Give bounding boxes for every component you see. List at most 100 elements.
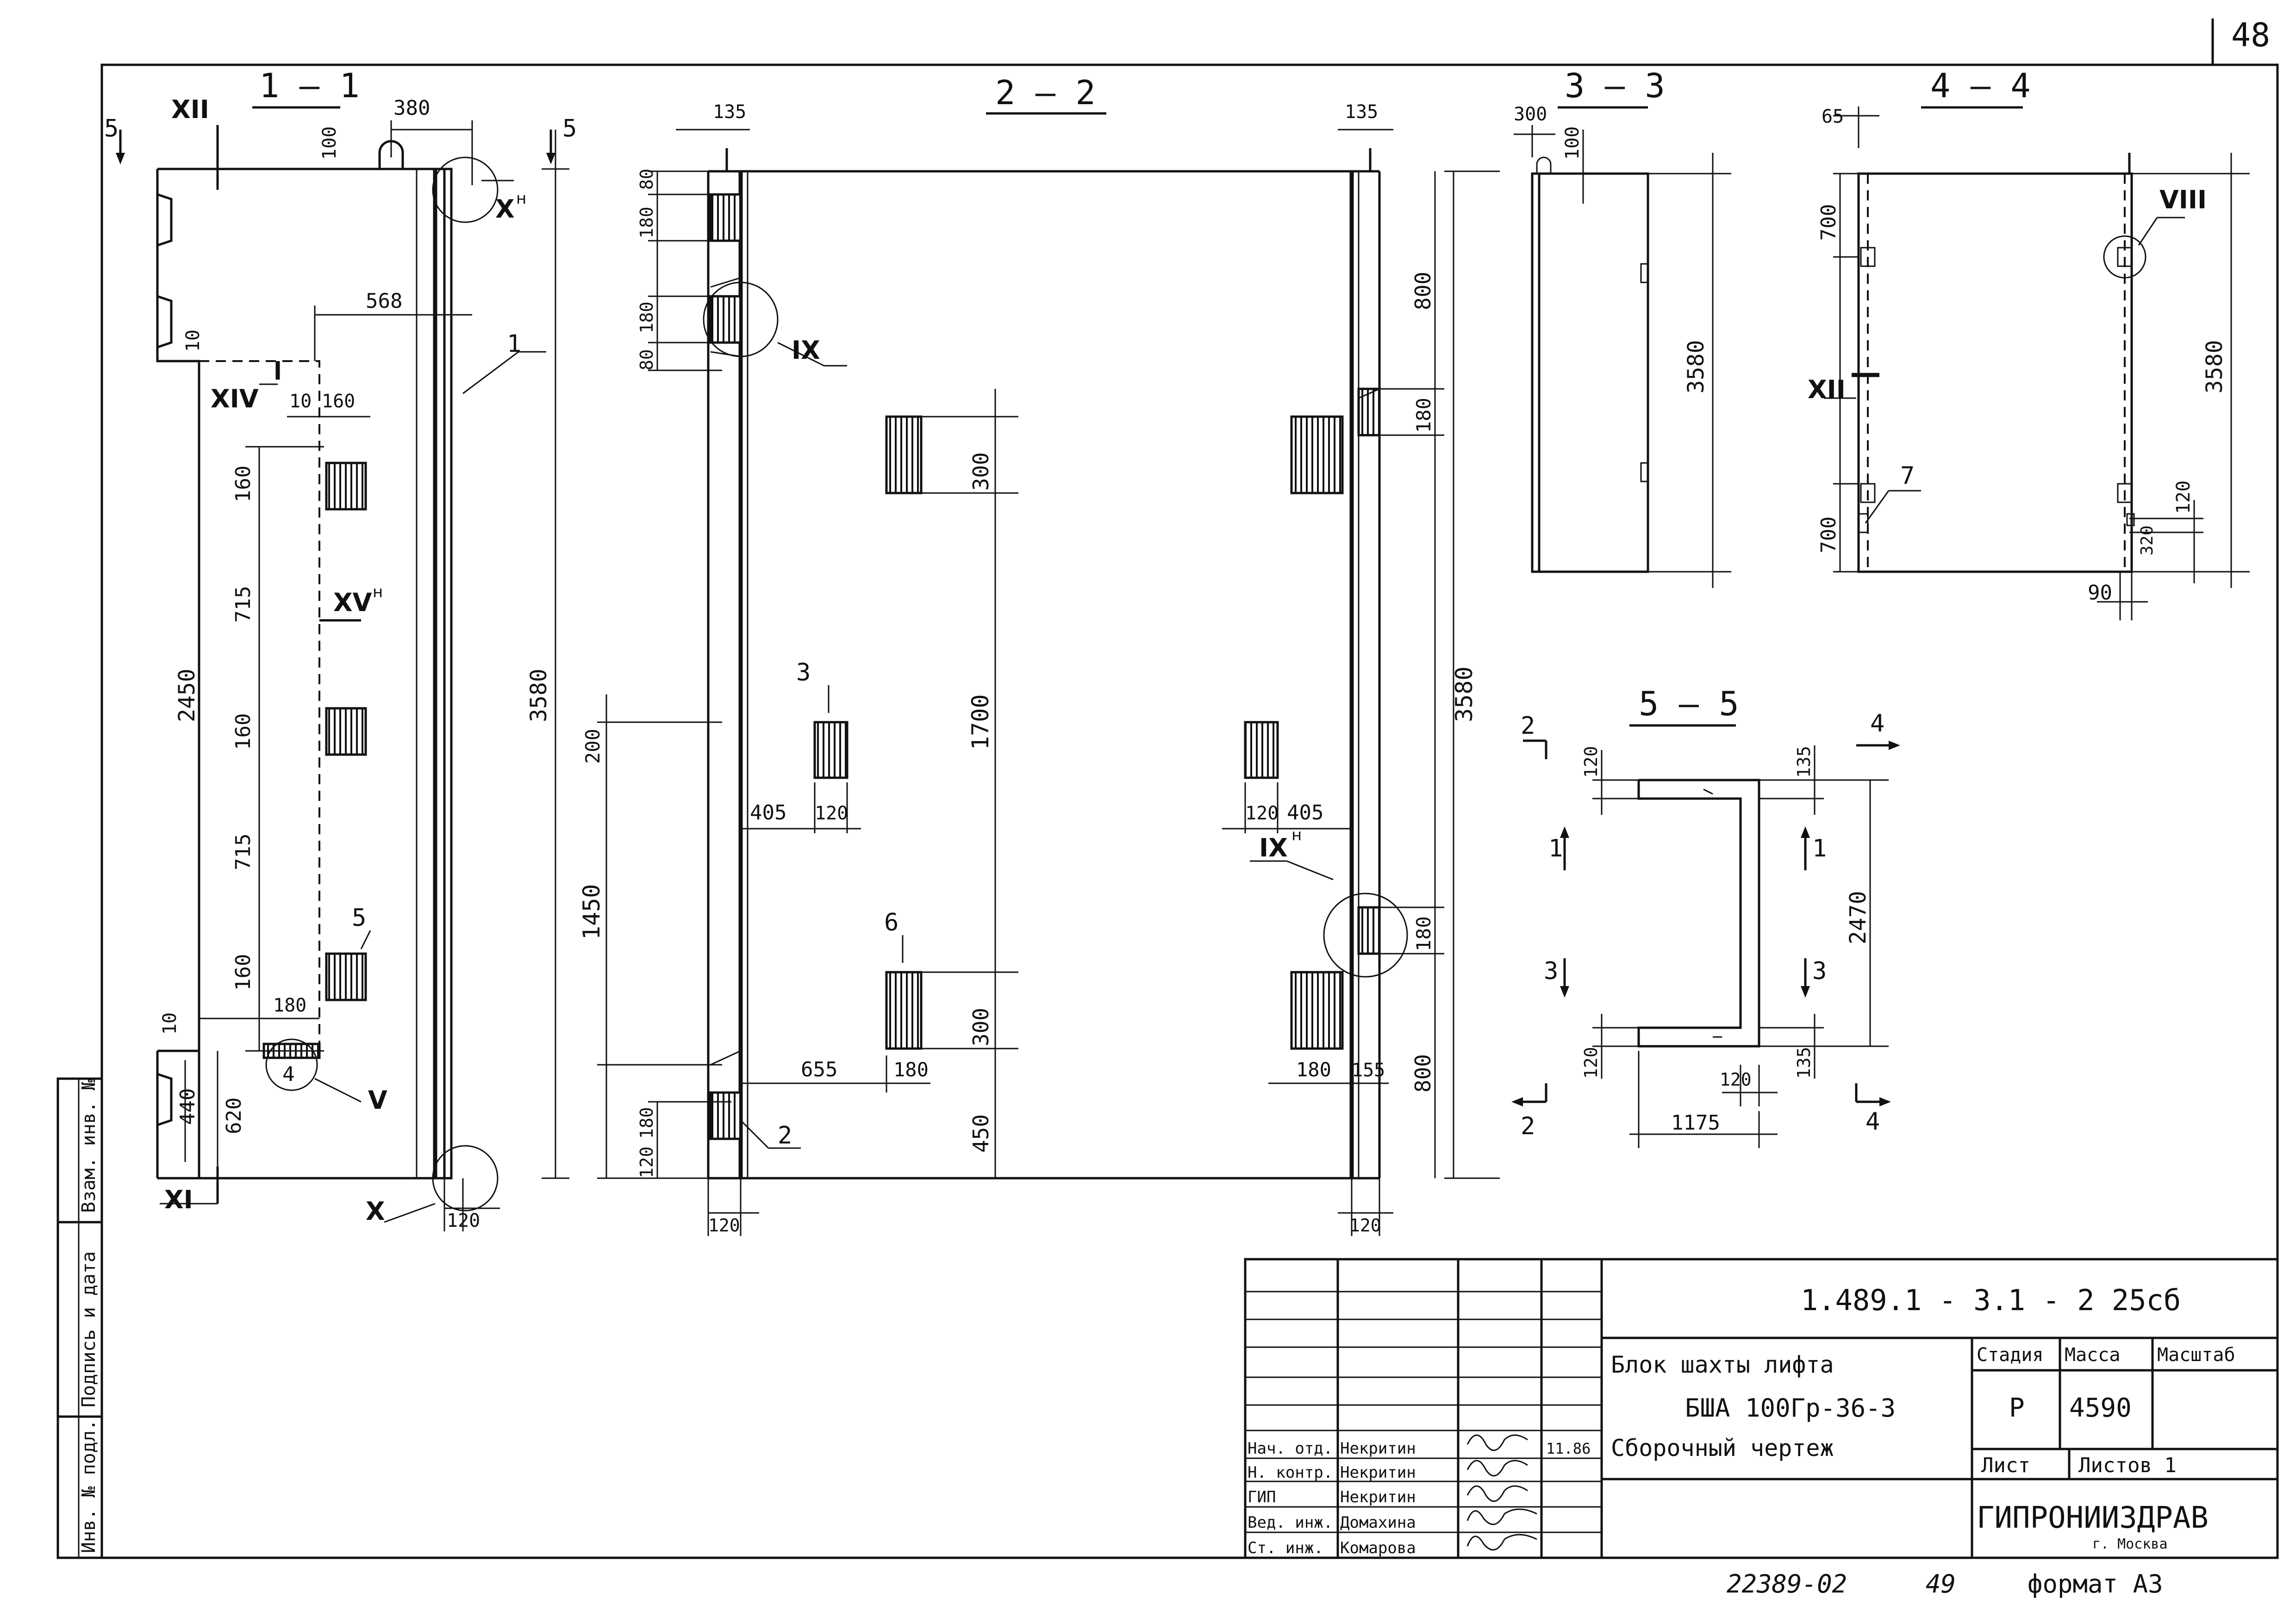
dim-22-180e: 180 [893, 1058, 929, 1081]
organization-city: г. Москва [2092, 1536, 2168, 1552]
sign-date: 11.86 [1546, 1440, 1591, 1457]
signature-2 [1466, 1460, 1528, 1477]
dim-11-160a: 160 [322, 391, 355, 412]
dim-44-320: 320 [2138, 525, 2157, 556]
bottom-code: 22389-02 [1727, 1569, 1847, 1599]
cut-11-5a: 5 [104, 115, 119, 143]
mark-22-ixh: IX [1259, 833, 1288, 862]
section-1-1-title: 1 — 1 [259, 66, 360, 105]
section-1-1: 1 — 1 [104, 66, 577, 1231]
dim-22-120c: 120 [636, 1146, 657, 1178]
signer-role-5: Ст. инж. [1248, 1539, 1323, 1557]
cut-55-1b: 1 [1812, 835, 1827, 862]
dim-11-120: 120 [447, 1210, 480, 1231]
dim-11-620: 620 [222, 1098, 246, 1134]
title-line-2: БША 100Гр-36-3 [1685, 1393, 1896, 1423]
col-mass: Масса [2065, 1344, 2120, 1366]
dim-22-450: 450 [968, 1114, 993, 1153]
dim-11-180: 180 [273, 995, 306, 1016]
mark-22-ixh-sup: н [1292, 826, 1302, 844]
dim-33-100: 100 [1562, 126, 1583, 160]
dim-22-120e: 120 [1349, 1215, 1381, 1236]
dim-11-160c: 160 [231, 713, 255, 750]
dim-11-380: 380 [393, 96, 430, 120]
mark-11-xv: XV [333, 588, 372, 617]
dim-44-120: 120 [2173, 481, 2194, 514]
dim-11-10c: 10 [159, 1012, 181, 1035]
section-2-2-title: 2 — 2 [995, 73, 1096, 112]
bottom-page: 49 [1926, 1569, 1956, 1599]
drawing-code: 1.489.1 - 3.1 - 2 25сб [1801, 1283, 2181, 1317]
dim-22-800a: 800 [1410, 272, 1435, 310]
dim-22-120b: 120 [1245, 803, 1279, 824]
mark-11-xiv: XIV [211, 384, 259, 413]
pos-11-5: 5 [352, 904, 366, 932]
col-stage: Стадия [1977, 1344, 2044, 1366]
dim-33-3580: 3580 [1683, 340, 1709, 394]
mark-11-xi: XI [164, 1185, 193, 1214]
pos-44-7: 7 [1900, 462, 1915, 490]
format-label: формат А3 [2028, 1569, 2163, 1599]
dim-55-1175: 1175 [1671, 1111, 1720, 1135]
dim-11-160d: 160 [231, 954, 255, 991]
dim-22-200: 200 [581, 729, 604, 764]
dim-22-1450: 1450 [578, 884, 605, 940]
pos-11-1: 1 [507, 330, 521, 358]
dim-22-300b: 300 [968, 1008, 993, 1046]
title-line-1: Блок шахты лифта [1611, 1351, 1834, 1378]
signer-role-3: ГИП [1248, 1488, 1276, 1506]
dim-55-135a: 135 [1794, 746, 1814, 778]
sheets-label: Листов 1 [2078, 1454, 2177, 1477]
dim-11-2450: 2450 [174, 668, 200, 722]
dim-22-135b: 135 [1345, 101, 1378, 123]
signer-name-1: Некритин [1340, 1439, 1416, 1458]
signer-name-2: Некритин [1340, 1463, 1416, 1482]
dim-55-120c: 120 [1720, 1069, 1752, 1090]
dim-22-155: 155 [1352, 1060, 1385, 1081]
mark-44-viii: VIII [2159, 185, 2207, 214]
mark-11-x-top: X [495, 194, 515, 224]
mark-11-x-bot: X [366, 1197, 385, 1226]
section-5-5: 5 — 5 [1511, 684, 1900, 1148]
dim-22-3580: 3580 [1451, 667, 1478, 722]
organization: ГИПРОНИИЗДРАВ [1977, 1501, 2209, 1535]
dim-11-568: 568 [366, 289, 402, 313]
cut-55-3b: 3 [1812, 957, 1827, 985]
dim-44-90: 90 [2088, 581, 2112, 605]
dim-22-405b: 405 [1287, 801, 1323, 824]
mark-22-ix: IX [792, 336, 820, 365]
dim-22-180b: 180 [636, 301, 657, 333]
signer-role-2: Н. контр. [1248, 1463, 1333, 1482]
dim-44-700b: 700 [1817, 517, 1841, 553]
signer-name-3: Некритин [1340, 1488, 1416, 1506]
pos-11-4: 4 [282, 1062, 295, 1086]
dim-11-715a: 715 [231, 586, 255, 623]
dim-22-135a: 135 [713, 101, 746, 123]
cut-55-1a: 1 [1548, 835, 1563, 862]
signature-4 [1466, 1508, 1537, 1525]
dim-11-100: 100 [319, 126, 340, 160]
signature-3 [1466, 1485, 1528, 1502]
signature-5 [1466, 1534, 1537, 1551]
sheet-label: Лист [1981, 1454, 2030, 1477]
mark-11-v: V [368, 1086, 387, 1115]
pos-22-6: 6 [884, 909, 898, 937]
mark-11-xii: XII [171, 95, 209, 124]
dim-22-180d: 180 [1412, 916, 1435, 951]
dim-22-120a: 120 [815, 803, 848, 824]
stage-value: Р [2009, 1393, 2025, 1423]
section-5-5-title: 5 — 5 [1639, 684, 1739, 723]
dim-11-3580: 3580 [526, 668, 552, 722]
mass-value: 4590 [2069, 1393, 2132, 1423]
signer-name-5: Комарова [1340, 1539, 1416, 1557]
cut-55-3a: 3 [1544, 957, 1558, 985]
title-block: 1.489.1 - 3.1 - 2 25сб Блок шахты лифта … [1244, 1258, 2279, 1559]
section-2-2: 2 — 2 [578, 73, 1500, 1236]
dim-55-120a: 120 [1581, 746, 1601, 778]
page-number: 48 [2231, 16, 2270, 54]
cut-55-4a: 4 [1870, 710, 1884, 737]
dim-11-715b: 715 [231, 834, 255, 870]
dim-22-405a: 405 [750, 801, 786, 824]
